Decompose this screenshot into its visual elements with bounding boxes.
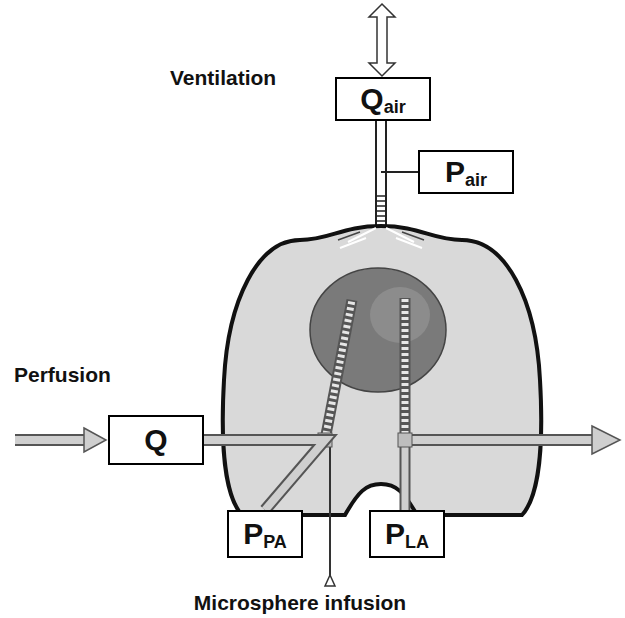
quantity-symbol: P [385,517,405,551]
bronchi [338,232,424,240]
ventilation-arrow [369,4,395,76]
section-label: Perfusion [14,363,111,387]
quantity-symbol: P [445,155,465,189]
junction [398,433,412,447]
quantity-subscript: LA [405,532,429,553]
pressure-box: Pair [418,150,514,194]
trachea-rings [376,196,386,226]
perfusion-tube [15,434,92,446]
quantity-subscript: PA [263,532,287,553]
perfusion-outflow [405,436,598,444]
flow-meter-box: Qair [335,77,431,121]
quantity-subscript: air [465,170,487,191]
pressure-line [381,172,418,173]
pa-catheter [325,300,352,440]
pressure-box: PLA [369,510,445,558]
outflow-arrowhead [592,426,620,454]
section-label: Ventilation [170,66,276,90]
quantity-symbol: Q [360,82,383,116]
infusion-arrowhead [325,575,335,586]
quantity-symbol: P [243,517,263,551]
la-pressure-line [400,440,411,512]
bronchi [340,228,422,248]
quantity-subscript: air [384,97,406,118]
perfusion-tube [15,436,92,444]
perfusion-tube [204,440,325,510]
quantity-symbol: Q [144,423,167,457]
perfusion-arrowhead [84,428,106,452]
perfusion-outflow [405,434,598,446]
lung-outline [223,226,541,515]
pa-catheter [325,300,352,440]
la-catheter [400,298,411,440]
section-label: Microsphere infusion [194,591,406,615]
infusion-line [329,446,331,584]
pressure-box: PPA [227,510,303,558]
la-catheter [402,298,409,440]
flow-meter-box: Q [108,415,204,465]
heart [310,268,446,392]
la-pressure-line [402,440,409,512]
